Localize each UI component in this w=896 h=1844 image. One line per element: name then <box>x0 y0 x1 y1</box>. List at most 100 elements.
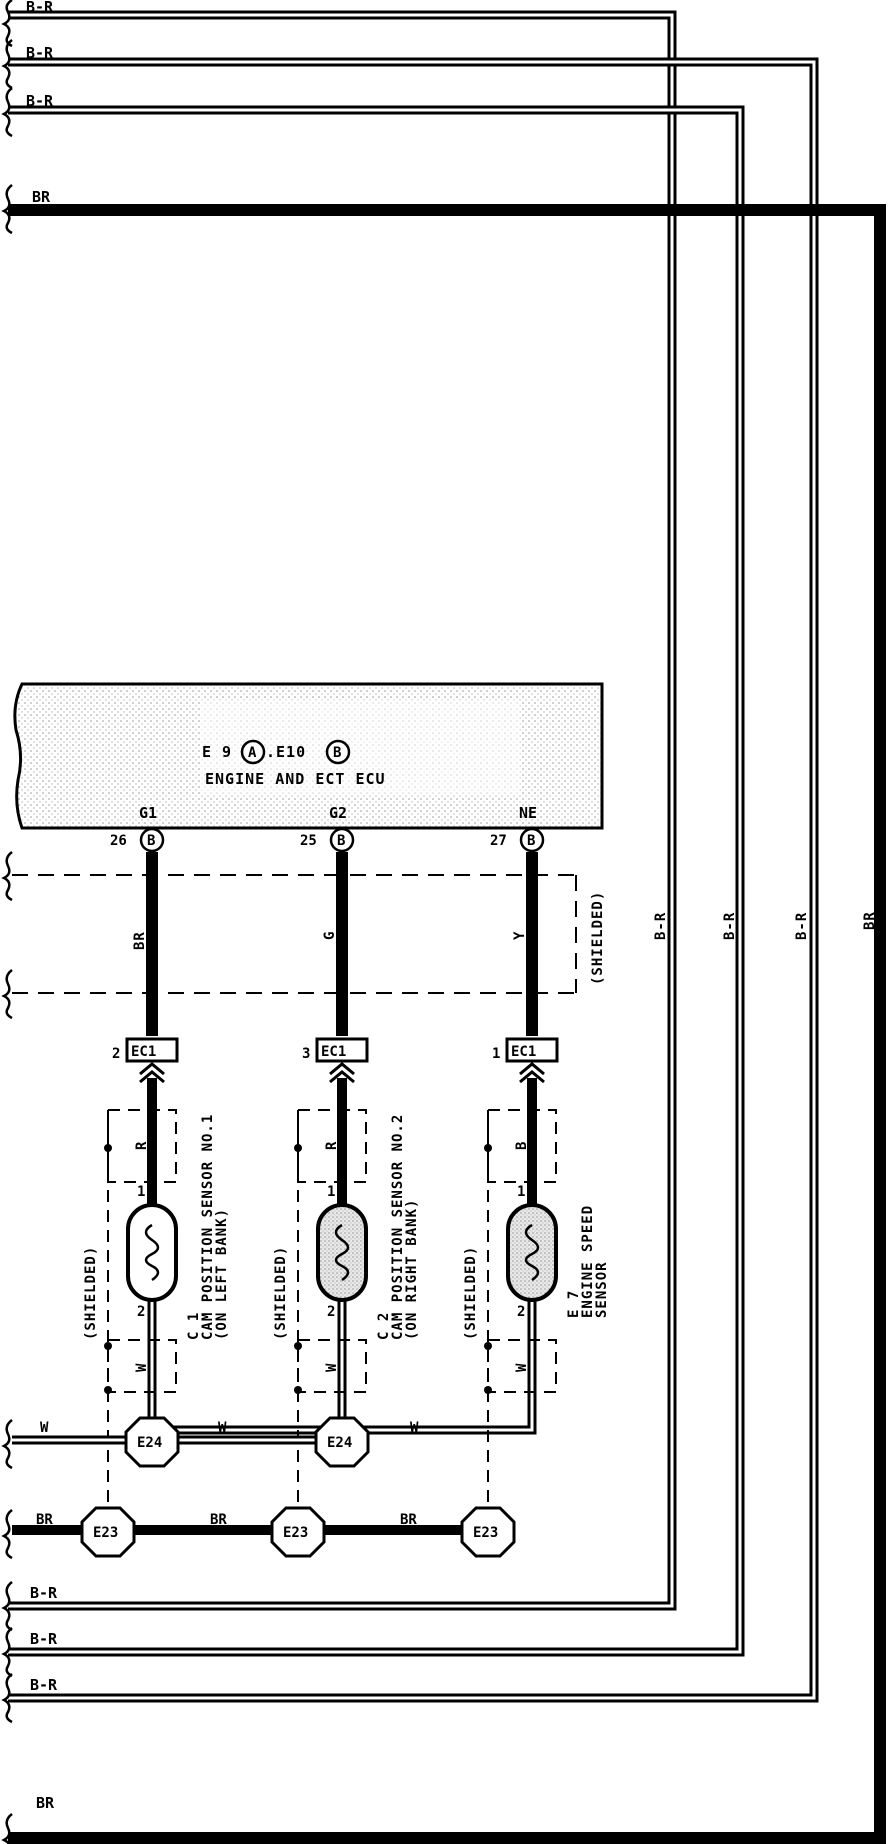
sensor-2-lower-wire: W <box>324 1363 340 1372</box>
right-wire-label-3: B-R <box>794 912 810 940</box>
sensor-line-2: SENSOR <box>594 1261 610 1318</box>
terminal-signal: NE <box>519 804 537 822</box>
connector-chevrons <box>139 1062 545 1084</box>
sensor-c2-body: 1 2 <box>316 1184 368 1320</box>
bus-wire-3 <box>8 105 745 1657</box>
e23-code: E23 <box>93 1525 118 1541</box>
bus-wire-1 <box>8 10 677 1611</box>
e23-junction-1: E23 <box>80 1506 136 1558</box>
sensor-2-shield-label: (SHIELDED) <box>273 1246 289 1340</box>
e23-junction-3: E23 <box>460 1506 516 1558</box>
sensor-3-lower-wire: W <box>514 1363 530 1372</box>
connector-pin: 2 <box>112 1046 120 1062</box>
right-wire-label-4: BR <box>862 911 878 930</box>
sensor-e7-body: 1 2 <box>506 1184 558 1320</box>
ecu-badge-a-circle <box>240 739 266 765</box>
right-wire-label-2: B-R <box>722 912 738 940</box>
sensor-1-upper-wire: R <box>134 1141 150 1150</box>
e24-wire-label-2: W <box>218 1420 227 1436</box>
bus-wire-4 <box>8 204 886 1844</box>
sensor-pin1: 1 <box>517 1184 525 1200</box>
terminal-badge-circle <box>139 827 165 853</box>
sensor-c2-label: C 2 CAM POSITION SENSOR NO.2 (ON RIGHT B… <box>376 1114 420 1340</box>
e23-wire-label-3: BR <box>400 1512 417 1528</box>
terminal-badge-circle <box>329 827 355 853</box>
sensor-1-shield-label: (SHIELDED) <box>83 1246 99 1340</box>
bottom-wire-label-2: B-R <box>30 1630 58 1648</box>
e24-wire-label-3: W <box>410 1420 419 1436</box>
bottom-wire-label-1: B-R <box>30 1584 58 1602</box>
top-wire-label-2: B-R <box>26 44 54 62</box>
sensor-pin2: 2 <box>327 1304 335 1320</box>
signal-wire-label-1: BR <box>132 931 148 950</box>
e23-code: E23 <box>473 1525 498 1541</box>
ecu-block: E 9 A .E10 B ENGINE AND ECT ECU <box>13 682 604 830</box>
wire-break-markers <box>1 0 13 1844</box>
connector-ec1-3: 1 EC1 <box>492 1037 559 1063</box>
terminal-badge-circle <box>519 827 545 853</box>
sensor-c1-label: C 1 CAM POSITION SENSOR NO.1 (ON LEFT BA… <box>186 1114 230 1340</box>
terminal-g2: G2 25 B <box>300 804 355 853</box>
sensor-pin2: 2 <box>137 1304 145 1320</box>
e24-junction-1: E24 <box>124 1416 180 1468</box>
sensor-line-1: ENGINE SPEED <box>580 1205 596 1318</box>
e24-junction-2: E24 <box>314 1416 370 1468</box>
sensor-upper-wires <box>147 1078 537 1205</box>
e24-code: E24 <box>137 1435 162 1451</box>
terminal-pin: 26 <box>110 833 127 849</box>
ecu-badge-b: B <box>333 745 341 761</box>
terminal-g1: G1 26 B <box>110 804 165 853</box>
sensor-code: C 2 <box>376 1312 392 1340</box>
sensor-line-1: CAM POSITION SENSOR NO.2 <box>390 1114 406 1340</box>
signal-wire-label-3: Y <box>512 931 528 940</box>
shield-dots <box>104 1144 492 1394</box>
terminal-badge: B <box>527 833 535 849</box>
sensor-line-1: CAM POSITION SENSOR NO.1 <box>200 1114 216 1340</box>
terminal-signal: G2 <box>329 804 347 822</box>
connector-ec1-1: 2 EC1 <box>112 1037 179 1063</box>
sensor-pin2: 2 <box>517 1304 525 1320</box>
upper-shield <box>12 874 577 994</box>
ecu-name: ENGINE AND ECT ECU <box>205 770 386 788</box>
sensor-line-2: (ON LEFT BANK) <box>214 1208 230 1340</box>
sensor-pin1: 1 <box>137 1184 145 1200</box>
sensor-2-upper-wire: R <box>324 1141 340 1150</box>
terminal-badge: B <box>147 833 155 849</box>
sensor-3-upper-wire: B <box>514 1141 530 1150</box>
terminal-pin: 25 <box>300 833 317 849</box>
ecu-badge-a: A <box>248 745 257 761</box>
ecu-code-a: E 9 <box>202 743 232 761</box>
terminal-badge: B <box>337 833 345 849</box>
ecu-badge-b-circle <box>325 739 351 765</box>
sensor-e7-label: E 7 ENGINE SPEED SENSOR <box>566 1205 610 1318</box>
e23-junction-2: E23 <box>270 1506 326 1558</box>
e24-wire-label-1: W <box>40 1420 49 1436</box>
top-wire-label-3: B-R <box>26 92 54 110</box>
sensor-code: C 1 <box>186 1312 202 1340</box>
sensor-pin1: 1 <box>327 1184 335 1200</box>
sensor-3-shield-label: (SHIELDED) <box>463 1246 479 1340</box>
connector-code: EC1 <box>131 1044 156 1060</box>
sensor-c1-body: 1 2 <box>126 1184 178 1320</box>
e23-wire-label-1: BR <box>36 1512 53 1528</box>
sensor-code: E 7 <box>566 1290 582 1318</box>
top-wire-label-1: B-R <box>26 0 54 16</box>
sensor-lower-wires <box>147 1300 537 1435</box>
e23-wire-label-2: BR <box>210 1512 227 1528</box>
connector-pin: 1 <box>492 1046 500 1062</box>
terminal-signal: G1 <box>139 804 157 822</box>
bus-wire-2 <box>8 57 819 1703</box>
connector-pin: 3 <box>302 1046 310 1062</box>
e23-code: E23 <box>283 1525 308 1541</box>
connector-code: EC1 <box>321 1044 346 1060</box>
bottom-wire-label-4: BR <box>36 1794 55 1812</box>
upper-shield-label: (SHIELDED) <box>590 891 606 985</box>
e24-code: E24 <box>327 1435 352 1451</box>
ecu-code-b: .E10 <box>266 743 306 761</box>
connector-ec1-2: 3 EC1 <box>302 1037 369 1063</box>
sensor-1-lower-wire: W <box>134 1363 150 1372</box>
right-wire-label-1: B-R <box>653 912 669 940</box>
signal-wires <box>146 852 538 1036</box>
sensor-line-2: (ON RIGHT BANK) <box>404 1199 420 1340</box>
